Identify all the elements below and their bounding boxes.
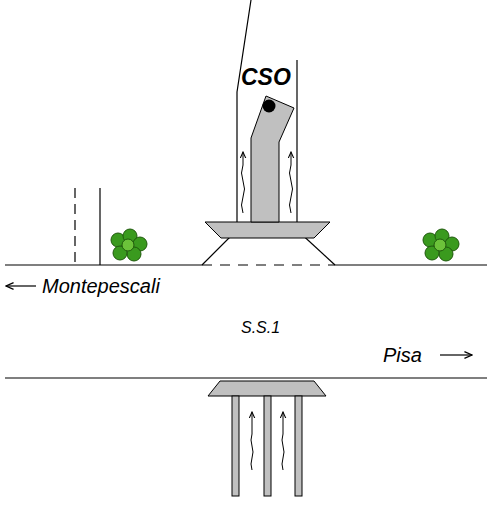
- flow-arrow: [242, 152, 245, 213]
- lane-divider: [232, 396, 239, 496]
- lane-divider: [264, 396, 271, 496]
- bush: [423, 229, 459, 261]
- road-edge: [5, 264, 202, 265]
- traffic-island: [205, 222, 330, 238]
- cso-point: [263, 100, 276, 113]
- place-name: Pisa: [383, 345, 422, 365]
- road-name: S.S.1: [241, 320, 280, 336]
- road-edge: [335, 264, 487, 265]
- flow-arrow: [251, 412, 253, 470]
- bush: [111, 229, 147, 261]
- access-edge: [296, 60, 297, 230]
- access-edge: [237, 0, 251, 230]
- stop-line: [202, 264, 335, 265]
- central-island: [251, 96, 294, 222]
- flow-arrow: [290, 152, 293, 213]
- side-road-edge: [74, 188, 75, 265]
- flow-arrow: [282, 412, 284, 470]
- traffic-island: [208, 381, 326, 396]
- direction-arrow: [6, 285, 36, 286]
- road-edge: [5, 377, 487, 378]
- direction-arrow: [440, 354, 472, 355]
- place-name: Montepescali: [42, 276, 160, 296]
- site-label: CSO: [241, 66, 291, 89]
- side-road-edge: [99, 188, 100, 265]
- lane-divider: [295, 396, 302, 496]
